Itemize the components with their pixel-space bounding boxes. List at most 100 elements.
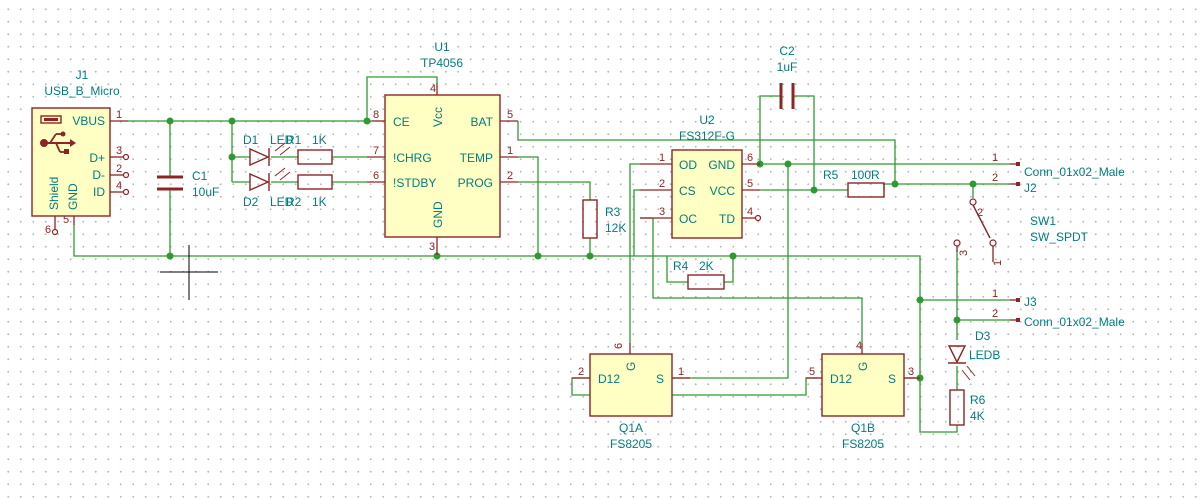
wire-q1a-s: [672, 164, 789, 379]
junction: [969, 180, 977, 188]
q1b-pin-g-label: G: [856, 362, 870, 371]
sw1-contact: [969, 198, 977, 206]
u1-ref: U1: [434, 40, 450, 54]
r1-value: 1K: [312, 133, 327, 147]
junctions: [166, 117, 977, 382]
junction: [534, 252, 542, 260]
resistor-r4[interactable]: R4 2K: [673, 259, 725, 290]
q1b-pin-number: 4: [856, 340, 862, 352]
ic-u1-tp4056[interactable]: U1 TP4056 CE Vcc BAT !CHRG TEMP !STDBY P…: [367, 40, 518, 255]
q1a-pin-number: 6: [613, 343, 625, 349]
junction: [363, 117, 371, 125]
resistor-r3[interactable]: R3 12K: [582, 199, 626, 239]
cursor-crosshair-icon: [160, 245, 218, 300]
d1-ref: D1: [243, 133, 259, 147]
u1-pin-chrg-label: !CHRG: [393, 151, 432, 165]
q1b-pin-number: 5: [809, 366, 815, 378]
resistor-r6[interactable]: R6 4K: [949, 389, 986, 426]
j3-ref: J3: [1024, 295, 1037, 309]
q1b-pin-d-label: D12: [830, 372, 852, 386]
j1-pin-gnd-label: GND: [66, 183, 80, 210]
wire-od-q1a: [629, 163, 640, 343]
wire-c2-right: [794, 95, 815, 190]
junction: [166, 117, 174, 125]
wire-cs: [633, 189, 640, 256]
r6-ref: R6: [970, 393, 986, 407]
mosfet-q1a[interactable]: D12 S G 6 2 1 Q1A FS8205: [572, 343, 690, 451]
wire-r4-left: [666, 256, 688, 283]
sw1-ref: SW1: [1030, 214, 1056, 228]
q1b-pin-s-label: S: [888, 372, 896, 386]
sw1-lever: [972, 204, 991, 239]
u2-pin-number: 5: [747, 178, 753, 190]
j2-pin-head: [1016, 162, 1020, 166]
wire-bat: [517, 121, 896, 184]
u2-pin-number: 6: [747, 152, 753, 164]
j1-pin-vbus-label: VBUS: [72, 114, 105, 128]
connector-j2[interactable]: 1 2 Conn_01x02_Male J2: [992, 152, 1125, 195]
junction: [729, 252, 737, 260]
j2-ref: J2: [1024, 181, 1037, 195]
d1-value: LED: [270, 133, 294, 147]
u2-pin-td-label: TD: [719, 212, 735, 226]
u1-pin-number: 2: [507, 170, 513, 182]
led-d2[interactable]: D2 LED: [243, 167, 294, 209]
u2-pin-number: 1: [659, 152, 665, 164]
c2-value: 1uF: [777, 60, 798, 74]
u2-pin-od-label: OD: [679, 158, 697, 172]
capacitor-c1[interactable]: C1 10uF: [157, 169, 219, 199]
j1-body: [31, 107, 111, 217]
junction: [784, 160, 792, 168]
u2-pin-number: 2: [659, 178, 665, 190]
sw1-pin-number: 2: [977, 207, 983, 219]
no-connect-marker: [51, 228, 59, 236]
u2-pin-number: 4: [747, 206, 753, 218]
mosfet-q1b[interactable]: D12 S G 4 5 3 Q1B FS8205: [806, 340, 920, 451]
u1-pin-temp-label: TEMP: [460, 151, 493, 165]
wire-vcc-loop: [366, 76, 438, 121]
u1-pin-number: 4: [430, 83, 436, 95]
connector-j3[interactable]: 1 2 J3 Conn_01x02_Male: [992, 288, 1125, 329]
u1-value: TP4056: [421, 56, 463, 70]
no-connect-marker: [122, 171, 130, 179]
j2-pin-number: 1: [992, 152, 998, 164]
ic-u2-fs312f[interactable]: U2 FS312F-G OD CS OC GND VCC TD 1 2 3 6 …: [640, 113, 762, 239]
switch-sw1[interactable]: 2 3 1 SW1 SW_SPDT: [953, 198, 1089, 266]
r1-ref: R1: [286, 133, 302, 147]
u1-body: [384, 94, 501, 238]
j1-pin-id-label: ID: [93, 185, 105, 199]
j1-value: USB_B_Micro: [44, 84, 120, 98]
junction: [891, 180, 899, 188]
junction: [586, 252, 594, 260]
r5-value: 100R: [851, 168, 880, 182]
u2-pin-cs-label: CS: [679, 184, 696, 198]
capacitor-c2[interactable]: C2 1uF: [777, 44, 798, 109]
j3-value: Conn_01x02_Male: [1024, 315, 1125, 329]
j1-pin-number: 4: [116, 180, 122, 192]
d3-ref: D3: [975, 329, 991, 343]
resistor-r5[interactable]: R5 100R: [823, 168, 885, 198]
junction: [166, 252, 174, 260]
resistor-r1[interactable]: R1 1K: [286, 133, 333, 165]
u2-pin-oc-label: OC: [679, 212, 697, 226]
q1a-pin-number: 2: [578, 366, 584, 378]
led-d1[interactable]: D1 LED: [243, 133, 294, 167]
q1a-body: [589, 353, 673, 417]
wires: [73, 76, 1010, 433]
resistor-r2[interactable]: R2 1K: [286, 174, 333, 209]
wire-gnd-bus: [73, 225, 958, 433]
no-connect-marker: [754, 214, 762, 222]
usb-connector-j1[interactable]: J1 USB_B_Micro VBUS D+ D- ID Shield GND: [31, 68, 130, 236]
u1-pin-number: 8: [373, 109, 379, 121]
junction: [953, 316, 961, 324]
d2-ref: D2: [243, 195, 259, 209]
no-connect-marker: [122, 153, 130, 161]
r6-value: 4K: [970, 409, 985, 423]
u2-pin-vcc-label: VCC: [710, 184, 736, 198]
u2-pin-number: 3: [659, 206, 665, 218]
j1-pin-number: 5: [63, 214, 69, 226]
led-d3[interactable]: D3 LEDB: [947, 329, 1000, 381]
r2-ref: R2: [286, 195, 302, 209]
usb-icon: [40, 115, 76, 154]
